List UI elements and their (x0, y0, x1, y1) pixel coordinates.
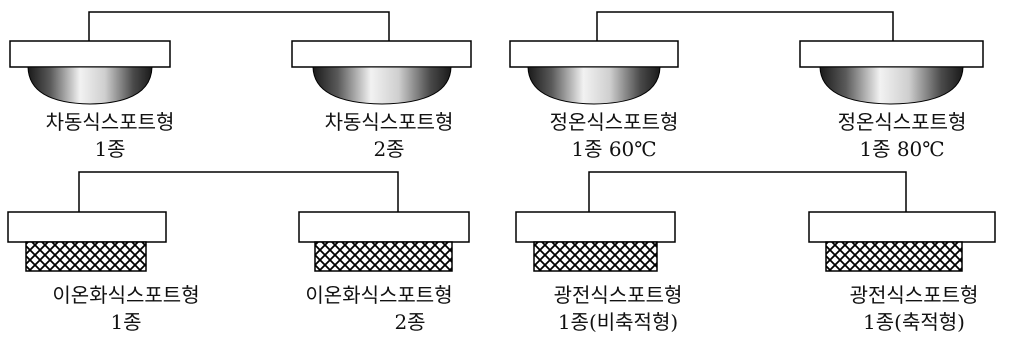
smoke-detector-3 (515, 211, 676, 272)
heat-detector-1 (9, 40, 171, 105)
smoke-detector-4 (808, 211, 996, 272)
label-heat-3-name: 정온식스포트형 (549, 110, 679, 134)
label-smoke-3-name: 광전식스포트형 (553, 283, 683, 307)
label-smoke-2-grade: 2종 (394, 310, 426, 334)
label-smoke-1-name: 이온화식스포트형 (52, 283, 200, 307)
label-heat-2-name: 차동식스포트형 (324, 110, 454, 134)
connector-bottom-right (588, 171, 907, 212)
label-smoke-3-grade: 1종(비축적형) (557, 310, 679, 334)
label-heat-1-grade: 1종 (94, 137, 126, 161)
label-heat-3-grade: 1종 60℃ (571, 137, 657, 161)
label-heat-2-grade: 2종 (373, 137, 405, 161)
label-smoke-1-grade: 1종 (110, 310, 142, 334)
heat-detector-4 (799, 40, 984, 105)
connector-bottom-left (78, 171, 399, 212)
label-smoke-2-name: 이온화식스포트형 (305, 283, 453, 307)
label-heat-1-name: 차동식스포트형 (45, 110, 175, 134)
connector-top-right (596, 11, 894, 41)
smoke-detector-2 (298, 211, 470, 272)
heat-detector-3 (509, 40, 679, 105)
heat-detector-2 (291, 40, 472, 105)
label-smoke-4-name: 광전식스포트형 (849, 283, 979, 307)
label-heat-4-grade: 1종 80℃ (859, 137, 945, 161)
connector-top-left (88, 11, 390, 41)
smoke-detector-1 (7, 211, 167, 272)
label-heat-4-name: 정온식스포트형 (837, 110, 967, 134)
label-smoke-4-grade: 1종(축적형) (863, 310, 965, 334)
